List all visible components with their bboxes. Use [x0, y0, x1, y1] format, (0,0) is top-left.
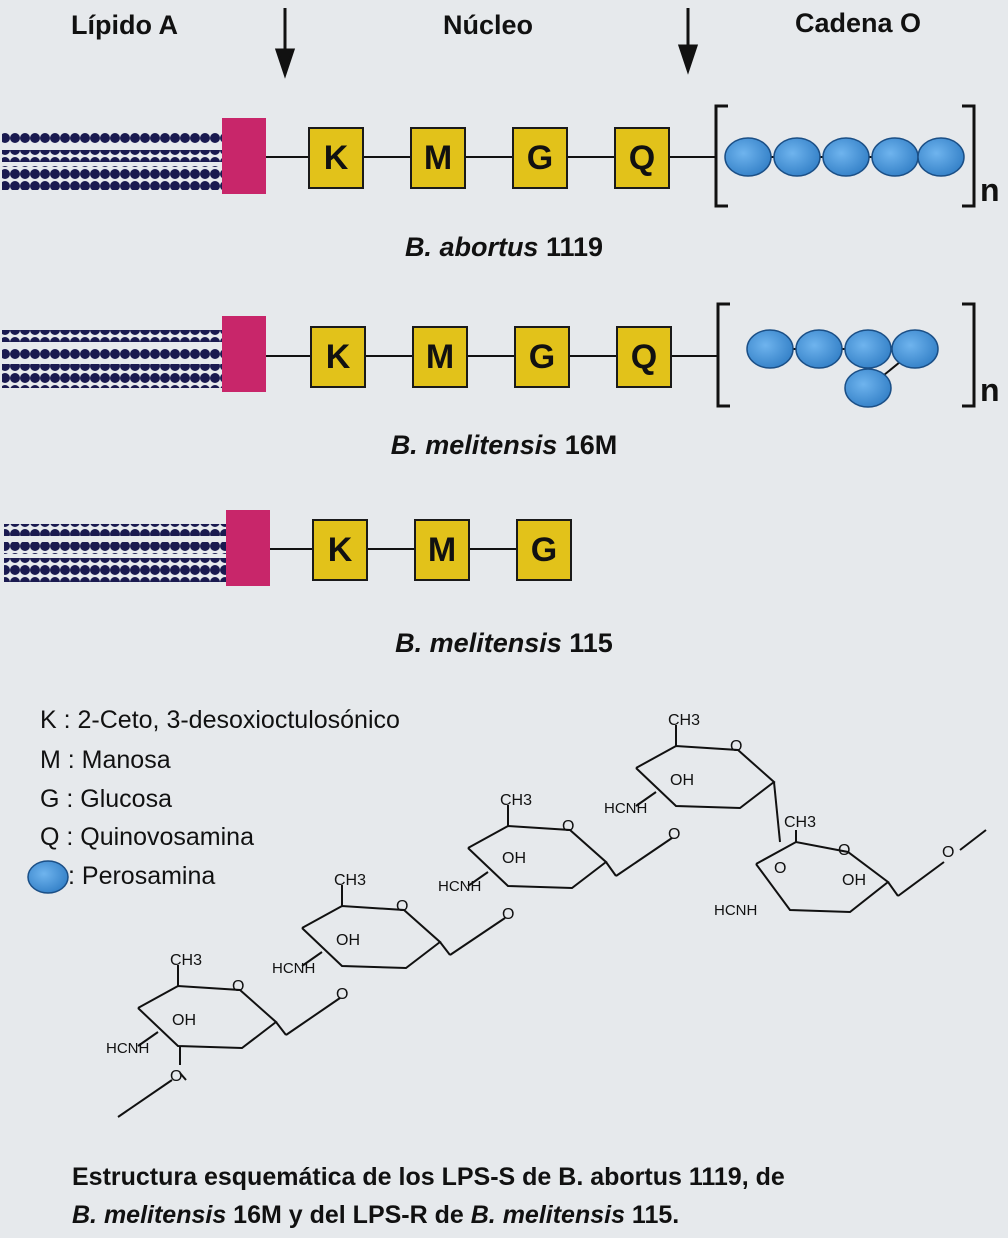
legend-k: K : 2-Ceto, 3-desoxioctulosónico	[40, 706, 400, 734]
caption-line-2: B. melitensis 16M y del LPS-R de B. meli…	[72, 1201, 680, 1229]
legend-q: Q : Quinovosamina	[40, 823, 254, 851]
chem-o-link-2: O	[336, 986, 349, 1003]
core-unit-g-row1: G	[512, 127, 568, 189]
legend-perosamine-icon	[27, 860, 69, 894]
chem-o-3: O	[562, 818, 575, 835]
caption-line-1: Estructura esquemática de los LPS-S de B…	[72, 1163, 785, 1191]
core-unit-m-row2: M	[412, 326, 468, 388]
chem-o-1: O	[232, 978, 245, 995]
core-boundary-arrow-right	[677, 8, 699, 75]
legend-g: G : Glucosa	[40, 785, 172, 813]
core-unit-g-row2: G	[514, 326, 570, 388]
lipid-a-block-row2	[222, 316, 266, 392]
lipid-a-block-row3	[226, 510, 270, 586]
chem-o-link-3: O	[502, 906, 515, 923]
chem-oh-3: OH	[502, 850, 526, 867]
chem-ch3-4: CH3	[668, 712, 701, 729]
core-unit-q-row2: Q	[616, 326, 672, 388]
chem-hcnh-4: HCNH	[604, 800, 648, 817]
chem-ch3-2: CH3	[334, 872, 367, 889]
chemical-structure	[117, 725, 987, 1118]
chem-oh-4: OH	[670, 772, 694, 789]
chem-o-2: O	[396, 898, 409, 915]
chem-oh-2: OH	[336, 932, 360, 949]
core-unit-k-row2: K	[310, 326, 366, 388]
chem-o-ring-5: O	[774, 860, 787, 877]
chem-hcnh-3: HCNH	[438, 878, 482, 895]
core-unit-g-row3: G	[516, 519, 572, 581]
repeat-n-row1: n	[980, 172, 1000, 208]
strain-label-row2: B. melitensis 16M	[390, 430, 618, 460]
legend-m: M : Manosa	[40, 746, 171, 774]
legend-perosamine: : Perosamina	[68, 862, 216, 890]
core-boundary-arrow-left	[274, 8, 296, 79]
chem-o-link-5: O	[942, 844, 955, 861]
chem-oh-1: OH	[172, 1012, 196, 1029]
repeat-n-row2: n	[980, 372, 1000, 408]
chem-hcnh-2: HCNH	[272, 960, 316, 977]
perosamine-chain-row2	[746, 329, 939, 408]
chem-oh-5: OH	[842, 872, 866, 889]
chem-o-link-4: O	[668, 826, 681, 843]
strain-label-row3: B. melitensis 115	[395, 628, 613, 658]
perosamine-chain-row1	[724, 137, 965, 177]
chem-hcnh-5: HCNH	[714, 902, 758, 919]
figure-caption: Estructura esquemática de los LPS-S de B…	[72, 1158, 785, 1234]
chem-ch3-1: CH3	[170, 952, 203, 969]
lipid-chains-row2	[2, 330, 222, 388]
chem-o-5: O	[838, 842, 851, 859]
header-core: Núcleo	[443, 10, 534, 40]
core-unit-m-row1: M	[410, 127, 466, 189]
chem-o-link-1: O	[170, 1068, 183, 1085]
core-unit-k-row1: K	[308, 127, 364, 189]
chem-o-4: O	[730, 738, 743, 755]
lipid-a-block-row1	[222, 118, 266, 194]
chem-ch3-3: CH3	[500, 792, 533, 809]
lipid-chains-row3	[4, 524, 226, 582]
chem-ch3-5: CH3	[784, 814, 817, 831]
header-o-chain: Cadena O	[795, 8, 922, 38]
chem-hcnh-1: HCNH	[106, 1040, 150, 1057]
header-lipid-a: Lípido A	[71, 10, 178, 40]
core-unit-m-row3: M	[414, 519, 470, 581]
core-unit-k-row3: K	[312, 519, 368, 581]
core-unit-q-row1: Q	[614, 127, 670, 189]
lipid-chains-row1	[2, 132, 222, 190]
strain-label-row1: B. abortus 1119	[404, 232, 604, 262]
